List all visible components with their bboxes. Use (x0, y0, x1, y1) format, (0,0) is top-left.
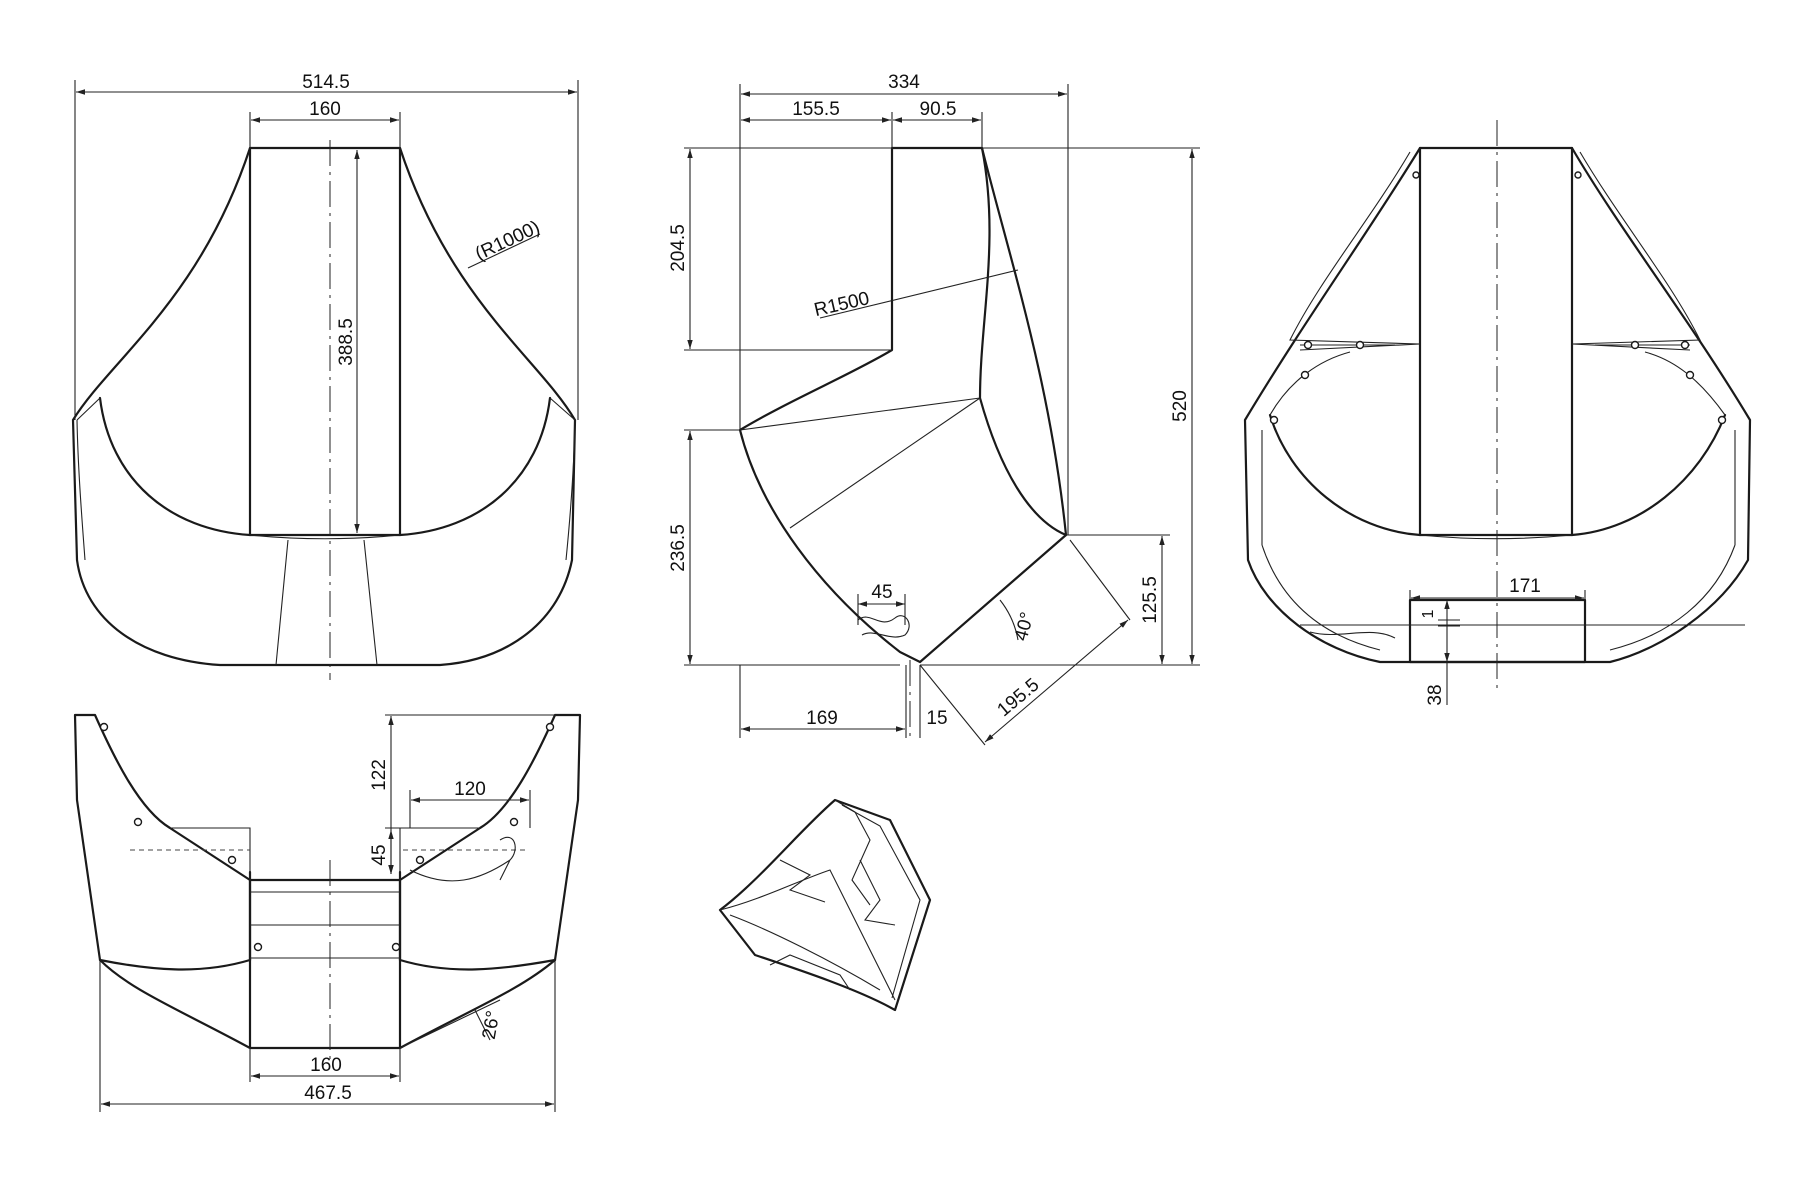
front-view: 514.5 160 388.5 (R1000) (71, 72, 579, 680)
bottom-tab-height-label: 45 (369, 844, 390, 865)
bottom-view: 122 120 45 26° 160 467.5 (73, 713, 582, 1112)
side-base-gap-label: 15 (926, 708, 947, 729)
side-seg-left-label: 155.5 (792, 99, 840, 120)
side-total-height-label: 520 (1170, 390, 1191, 422)
bottom-width-label: 160 (310, 1055, 342, 1076)
side-width-total-label: 334 (888, 72, 920, 93)
side-view: R1500 45 334 155.5 90.5 204.5 236.5 520 … (668, 72, 1200, 746)
back-view: 171 1 38 (1243, 120, 1752, 706)
side-angle-label: 40° (1011, 610, 1039, 643)
side-radius-label: R1500 (812, 288, 871, 321)
back-base-height-label: 38 (1425, 684, 1446, 705)
side-seg-right-label: 90.5 (920, 99, 957, 120)
front-radius-label: (R1000) (472, 217, 543, 265)
front-width-total-label: 514.5 (302, 72, 350, 93)
bottom-angle-label: 26° (479, 1009, 505, 1041)
isometric-view (718, 798, 932, 1012)
bottom-tab-width-label: 120 (454, 779, 486, 800)
side-upper-height-label: 204.5 (668, 224, 689, 272)
side-lower-height-label: 236.5 (668, 524, 689, 572)
front-top-width-label: 160 (309, 99, 341, 120)
side-detail-width-label: 45 (871, 582, 892, 603)
back-slot-depth-label: 1 (1420, 609, 1437, 618)
front-height-label: 388.5 (336, 318, 357, 366)
side-foot-height-label: 125.5 (1140, 576, 1161, 624)
bottom-width-total-label: 467.5 (304, 1083, 352, 1104)
side-base-left-label: 169 (806, 708, 838, 729)
bottom-height-label: 122 (369, 759, 390, 791)
back-slot-width-label: 171 (1509, 576, 1541, 597)
